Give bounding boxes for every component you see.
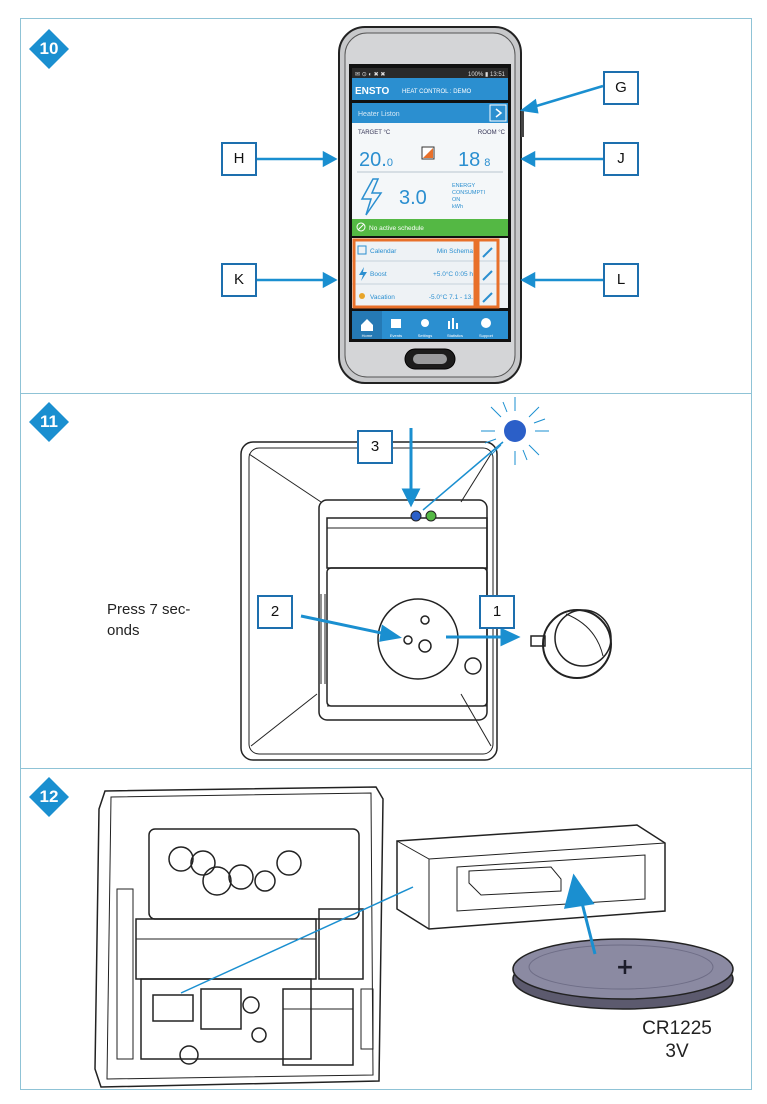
label-2: 2 [257,595,293,629]
label-h: H [221,142,257,176]
schedule-status: No active schedule [369,225,424,232]
nav-settings[interactable]: Settings [418,333,432,338]
instruction-line-2: onds [107,622,140,639]
room-label: ROOM °C [478,130,506,136]
label-1: 1 [479,595,515,629]
label-3: 3 [357,430,393,464]
battery-illustration: + [94,786,734,1088]
battery-voltage: 3V [665,1041,689,1062]
room-decimal: 8 [484,157,490,169]
energy-label-3: ON [452,197,460,203]
label-g: G [603,71,639,105]
target-label: TARGET °C [358,130,391,136]
step-badge: 12 [29,777,69,817]
svg-text:20.0: 20.0 [359,149,393,171]
step-12-panel: 12 [20,768,752,1090]
target-decimal: 0 [387,157,393,169]
label-j: J [603,142,639,176]
step-badge: 10 [29,29,69,69]
battery-label: CR1225 3V [629,1017,725,1063]
phone-illustration: ✉ ⊙ ◐ ✖ ✖ 100% ▮ 13:51 ENSTO HEAT CONTRO… [257,26,604,384]
instruction-line-1: Press 7 sec- [107,601,191,618]
nav-home[interactable]: Home [362,333,373,338]
status-icons: ✉ ⊙ ◐ ✖ ✖ [355,71,385,78]
row-calendar-name[interactable]: Calendar [370,248,397,255]
app-header-title: HEAT CONTROL : DEMO [402,89,472,95]
energy-label-2: CONSUMPTI [452,190,485,196]
diamond-icon [29,777,69,817]
step-number: 10 [39,39,59,58]
battery-plus-symbol: + [616,955,634,980]
label-l: L [603,263,639,297]
row-vacation-value: -5.0°C 7.1 - 13. [429,293,473,301]
target-value: 20. [359,149,387,171]
row-boost-name[interactable]: Boost [370,271,387,278]
nav-statistics[interactable]: Statistics [447,333,463,338]
step-badge: 11 [29,402,69,442]
step-11-panel: 11 [20,393,752,769]
instruction-text: Press 7 sec- onds [107,599,190,641]
label-k: K [221,263,257,297]
energy-label-1: ENERGY [452,183,476,189]
battery-model: CR1225 [642,1018,712,1039]
svg-text:188: 18 8 [458,149,490,171]
row-boost-value: +5.0°C 0:05 h [433,270,473,278]
diamond-icon [29,402,69,442]
diamond-icon [29,29,69,69]
step-number: 11 [40,412,58,431]
row-vacation-name[interactable]: Vacation [370,294,395,301]
app-brand: ENSTO [355,86,389,97]
energy-value: 3.0 [399,187,427,209]
nav-events[interactable]: Events [390,333,402,338]
device-name[interactable]: Heater Liston [358,111,400,118]
step-number: 12 [39,787,59,806]
nav-support[interactable]: Support [479,333,494,338]
status-time: 100% ▮ 13:51 [468,72,506,78]
step-10-panel: 10 [20,18,752,394]
energy-label-4: kWh [452,204,463,210]
row-calendar-value: Min Schema [437,248,474,255]
room-value: 18 [458,149,480,171]
